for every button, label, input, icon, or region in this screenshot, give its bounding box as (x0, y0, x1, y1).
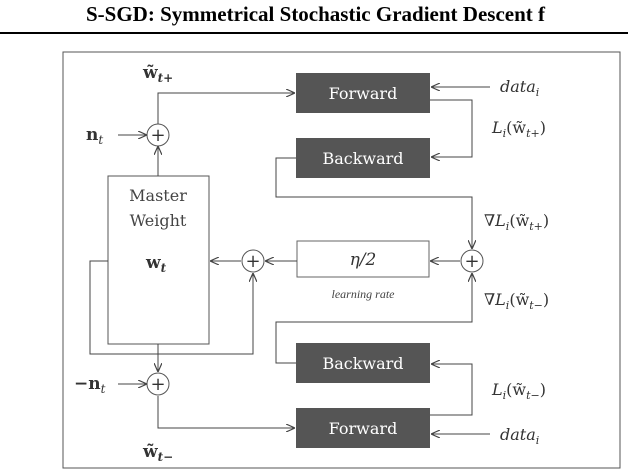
grad-plus-label: ∇Li(w̃t+) (484, 211, 549, 233)
w-tilde-plus-label: w̃t+ (142, 63, 173, 85)
svg-text:+: + (150, 374, 165, 395)
sum-node-middle: + (241, 249, 265, 273)
connections (89, 87, 490, 434)
page-title: S-SGD: Symmetrical Stochastic Gradient D… (86, 2, 546, 26)
master-line2: Weight (130, 211, 187, 230)
data-label-bottom: datai (500, 425, 539, 447)
learning-rate-caption: learning rate (332, 287, 396, 301)
backward-label-top: Backward (322, 149, 403, 168)
forward-label-top: Forward (329, 84, 398, 103)
backward-box-bottom (296, 343, 430, 383)
learning-rate-box (296, 240, 430, 278)
svg-text:+: + (245, 251, 260, 272)
grad-minus-label: ∇Li(w̃t−) (484, 290, 549, 312)
noise-negative-label: −nt (74, 374, 106, 396)
svg-text:+: + (464, 251, 479, 272)
sum-node-bottom: + (146, 372, 170, 396)
noise-positive-label: nt (86, 125, 103, 147)
loss-minus-label: Li(w̃t−) (491, 380, 546, 402)
w-tilde-minus-label: w̃t− (142, 442, 173, 464)
sum-node-top: + (146, 123, 170, 147)
sum-node-right: + (460, 249, 484, 273)
forward-box-bottom (296, 408, 430, 448)
loss-plus-label: Li(w̃t+) (491, 118, 546, 140)
data-label-top: datai (500, 77, 539, 99)
backward-box-top (296, 138, 430, 178)
master-weight-box (107, 175, 210, 345)
master-line1: Master (129, 186, 187, 205)
learning-rate-value: η/2 (350, 250, 377, 270)
forward-label-bottom: Forward (329, 419, 398, 438)
master-var: wt (145, 253, 167, 275)
backward-label-bottom: Backward (322, 354, 403, 373)
svg-text:+: + (150, 125, 165, 146)
forward-box-top (296, 73, 430, 113)
header-rule (0, 32, 628, 34)
diagram-frame (62, 51, 621, 469)
